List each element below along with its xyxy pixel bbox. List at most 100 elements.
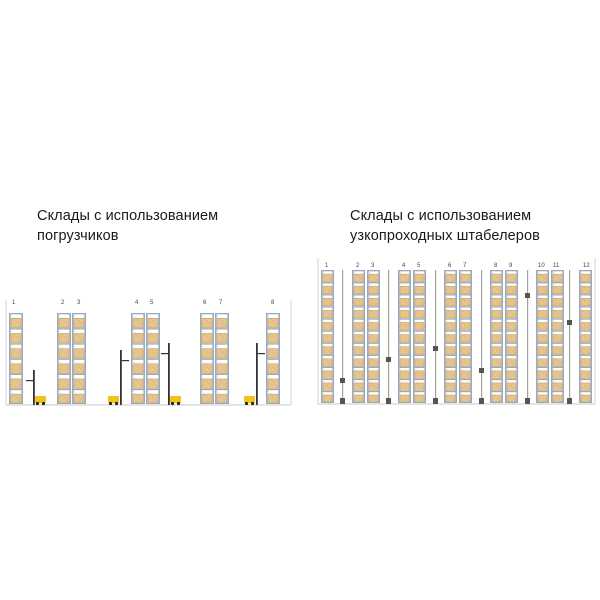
pallet-box: [399, 358, 410, 367]
rack-brace: [10, 375, 22, 388]
rack-brace: [353, 308, 364, 318]
pallet-box: [537, 358, 548, 367]
pallet-box: [267, 348, 279, 359]
rack-brace: [445, 332, 456, 342]
rack-beam: [551, 282, 564, 284]
rack-brace: [368, 283, 379, 294]
pallet-box: [580, 273, 591, 282]
pallet-box: [580, 322, 591, 331]
pallet-box: [506, 346, 517, 355]
rack-beam: [200, 402, 214, 404]
rack-beam: [536, 390, 549, 393]
rack-beam: [352, 401, 365, 403]
pallet-box: [147, 363, 159, 374]
rack-beam: [72, 373, 86, 375]
rack-beam: [146, 343, 160, 345]
rack-brace: [353, 356, 364, 366]
rack-beam: [367, 342, 380, 344]
rack-beam: [266, 313, 280, 315]
rack-beam: [131, 373, 145, 375]
rack-beam: [551, 354, 564, 356]
pallet-box: [580, 310, 591, 319]
narrow-aisle-warehouse-title: Склады с использованием узкопроходных шт…: [350, 206, 540, 246]
stacker: [340, 270, 345, 404]
rack-brace: [506, 271, 517, 282]
pallet-box: [580, 382, 591, 391]
rack-brace: [491, 392, 502, 403]
pallet-box: [491, 285, 502, 294]
pallet-box: [491, 273, 502, 282]
rack-brace: [399, 344, 410, 354]
rack-brace: [201, 360, 213, 373]
rack-beam: [266, 328, 280, 330]
pallet-box: [399, 322, 410, 331]
pallet-box: [460, 382, 471, 391]
rack-brace: [132, 360, 144, 373]
pallet-box: [353, 334, 364, 343]
rack-brace: [399, 271, 410, 282]
pallet-box: [491, 370, 502, 379]
rack-brace: [537, 344, 548, 354]
rack-beam: [321, 342, 334, 344]
stacker-carriage: [567, 320, 572, 325]
pallet-box: [506, 370, 517, 379]
pallet-box: [399, 382, 410, 391]
rack-beam: [321, 318, 334, 320]
forklift-mast: [256, 343, 258, 405]
forklift-wheel: [170, 401, 175, 406]
rack-beam: [367, 294, 380, 296]
pallet-box: [580, 394, 591, 403]
pallet-box: [73, 378, 85, 389]
rack-beam: [536, 342, 549, 344]
rack-beam: [579, 270, 592, 272]
rack-beam: [579, 318, 592, 320]
rack-number: 5: [417, 263, 421, 269]
rack-brace: [580, 283, 591, 294]
rack-beam: [444, 306, 457, 308]
rack-upright: [321, 270, 323, 403]
rack-number: 12: [583, 263, 590, 269]
pallet-box: [132, 318, 144, 328]
rack-brace: [445, 320, 456, 330]
rack-number: 2: [356, 263, 360, 269]
rack-beam: [200, 343, 214, 345]
pallet-box: [580, 285, 591, 294]
pallet-box: [368, 370, 379, 379]
rack-number: 4: [402, 263, 406, 269]
rack-beam: [367, 318, 380, 320]
rack-beam: [367, 306, 380, 308]
pallet-box: [552, 322, 563, 331]
rack-brace: [201, 314, 213, 328]
rack-upright: [398, 270, 400, 403]
rack-brace: [58, 330, 70, 343]
rack-brace: [368, 344, 379, 354]
rack-brace: [460, 271, 471, 282]
stacker: [479, 270, 484, 404]
rack-upright: [501, 270, 503, 403]
rack-beam: [413, 342, 426, 344]
pallet-box: [147, 333, 159, 344]
pallet-box: [322, 370, 333, 379]
forklift-body: [108, 396, 119, 403]
rack-beam: [490, 330, 503, 332]
pallet-box: [216, 333, 228, 344]
rack-beam: [444, 294, 457, 296]
pallet-box: [491, 334, 502, 343]
pallet-box: [368, 346, 379, 355]
rack-beam: [413, 306, 426, 308]
rack-brace: [368, 392, 379, 403]
rack: [413, 270, 426, 403]
rack-brace: [322, 356, 333, 366]
rack-brace: [201, 375, 213, 388]
rack-beam: [444, 282, 457, 284]
pallet-box: [267, 378, 279, 389]
rack-number: 8: [271, 300, 275, 306]
rack-upright: [551, 270, 553, 403]
rack-beam: [444, 366, 457, 369]
pallet-box: [353, 370, 364, 379]
rack-brace: [73, 360, 85, 373]
forklift-fork: [161, 353, 168, 355]
rack-beam: [352, 354, 365, 356]
rack-beam: [459, 306, 472, 308]
